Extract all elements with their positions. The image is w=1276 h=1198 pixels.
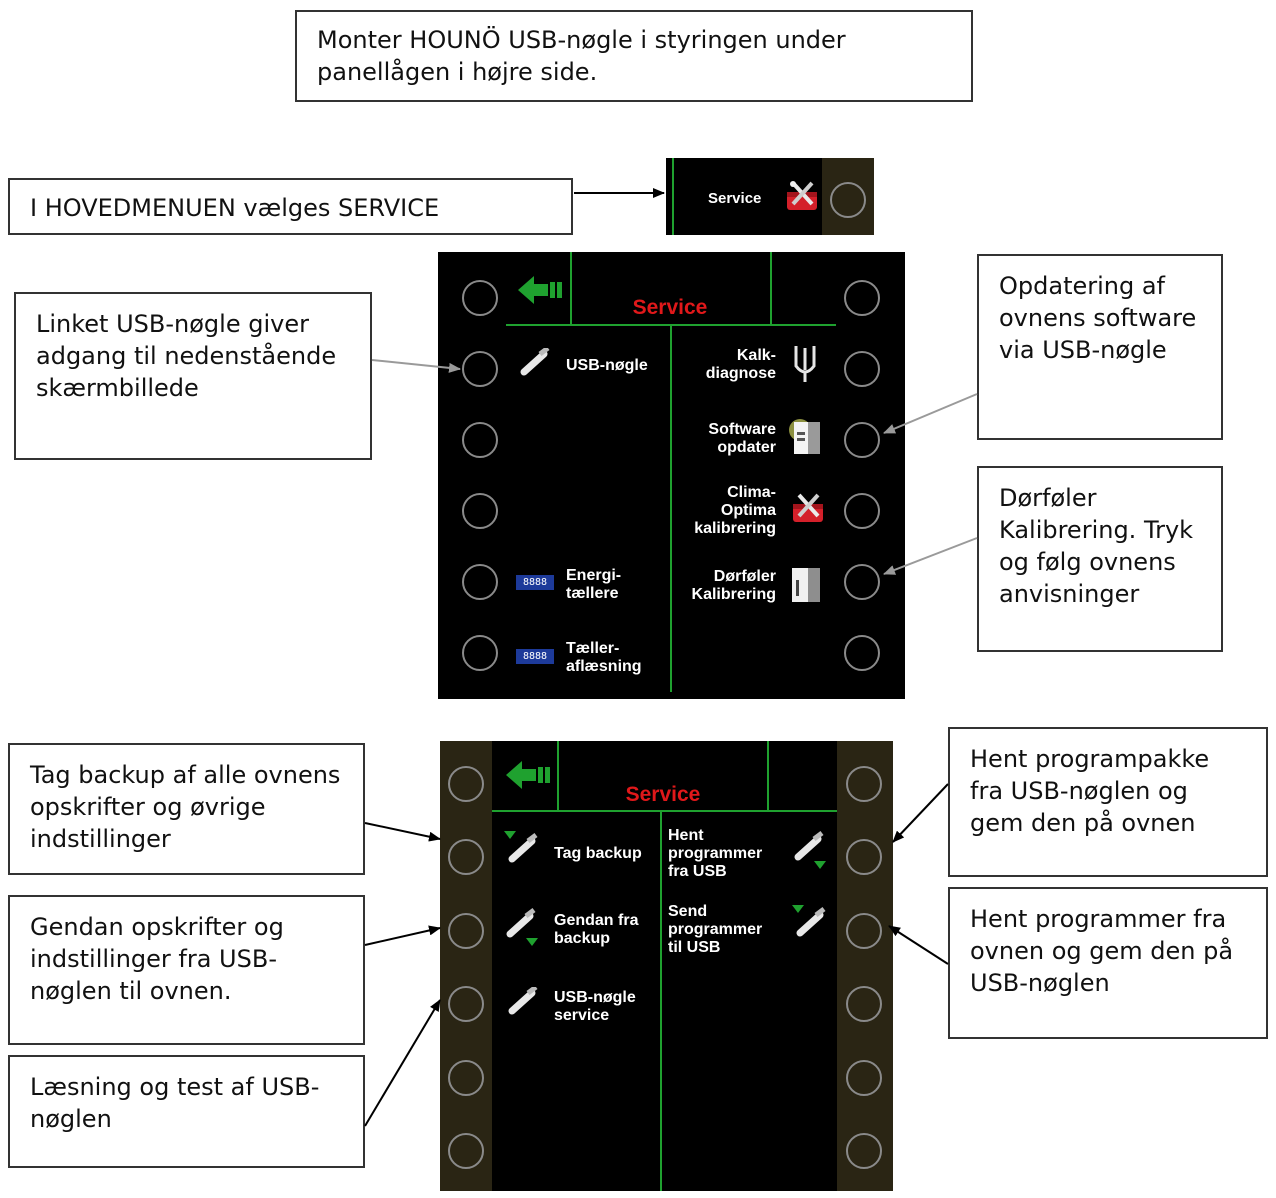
descale-diagnosis-label[interactable]: Kalk- diagnose <box>705 347 776 382</box>
arrow-restore <box>364 925 441 946</box>
left-knob-2[interactable] <box>462 351 498 387</box>
software-update-label[interactable]: Software opdater <box>708 421 776 456</box>
restore-usb-icon <box>506 908 538 946</box>
arrow-backup <box>364 822 441 842</box>
arrow-fetch-programs <box>888 925 949 965</box>
send-programs-label[interactable]: Send programmer til USB <box>668 903 763 956</box>
left-knob-5[interactable] <box>448 1060 484 1096</box>
door-sensor-icon <box>792 568 820 602</box>
right-knob-1[interactable] <box>844 280 880 316</box>
right-knob-4[interactable] <box>846 986 882 1022</box>
send-usb-icon <box>792 905 826 937</box>
left-knob-3[interactable] <box>462 422 498 458</box>
back-arrow-icon[interactable] <box>506 759 550 791</box>
right-knob-3[interactable] <box>846 913 882 949</box>
usb-key-label[interactable]: USB-nøgle <box>566 357 648 374</box>
fetch-usb-icon <box>794 831 826 869</box>
right-knob-2[interactable] <box>846 839 882 875</box>
software-update-callout: Opdatering af ovnens software via USB-nø… <box>977 254 1223 440</box>
right-knob-3[interactable] <box>844 422 880 458</box>
toolbox-icon <box>787 181 817 210</box>
right-knob-2[interactable] <box>844 351 880 387</box>
door-sensor-callout: Dørføler Kalibrering. Tryk og følg ovnen… <box>977 466 1223 652</box>
counter-reading-icon: 8888 <box>516 649 554 664</box>
service-button-label: Service <box>708 190 762 207</box>
software-update-icon <box>789 419 820 454</box>
fetch-programs-label[interactable]: Hent programmer fra USB <box>668 827 763 880</box>
right-knob-5[interactable] <box>846 1060 882 1096</box>
read-test-callout: Læsning og test af USB-nøglen <box>8 1055 365 1168</box>
counter-reading-label[interactable]: Tæller- aflæsning <box>566 640 642 675</box>
mount-instruction-callout: Monter HOUNÖ USB-nøgle i styringen under… <box>295 10 973 102</box>
service-knob[interactable] <box>830 182 866 218</box>
usb-service-screen: Service Tag backup Gendan fra backup USB… <box>440 741 893 1191</box>
usb-key-icon <box>520 348 550 376</box>
clima-optima-calibration-label[interactable]: Clima- Optima kalibrering <box>694 484 776 537</box>
left-knob-4[interactable] <box>448 986 484 1022</box>
backup-usb-icon <box>504 831 538 863</box>
right-knob-6[interactable] <box>846 1133 882 1169</box>
service-screen: Service USB-nøgle 8888 Energi- tællere 8… <box>438 252 905 699</box>
left-knob-6[interactable] <box>462 635 498 671</box>
restore-callout: Gendan opskrifter og indstillinger fra U… <box>8 895 365 1045</box>
left-knob-6[interactable] <box>448 1133 484 1169</box>
descale-icon <box>794 346 816 382</box>
usb-service-icon <box>508 987 538 1015</box>
back-arrow-icon[interactable] <box>518 274 562 306</box>
backup-callout: Tag backup af alle ovnens opskrifter og … <box>8 743 365 875</box>
energy-counters-label[interactable]: Energi- tællere <box>566 567 622 602</box>
restore-backup-label[interactable]: Gendan fra backup <box>554 912 639 947</box>
door-sensor-calibration-label[interactable]: Dørføler Kalibrering <box>691 568 776 603</box>
fetch-package-callout: Hent programpakke fra USB-nøglen og gem … <box>948 727 1268 877</box>
left-knob-5[interactable] <box>462 564 498 600</box>
right-knob-5[interactable] <box>844 564 880 600</box>
main-menu-service-button[interactable]: Service <box>666 158 874 235</box>
right-knob-6[interactable] <box>844 635 880 671</box>
main-menu-callout: I HOVEDMENUEN vælges SERVICE <box>8 178 573 235</box>
left-knob-3[interactable] <box>448 913 484 949</box>
left-knob-1[interactable] <box>448 766 484 802</box>
arrow-fetch-package <box>892 783 949 843</box>
take-backup-label[interactable]: Tag backup <box>554 845 642 862</box>
usb-service-screen-title: Service <box>625 783 701 806</box>
calibration-toolbox-icon <box>793 493 823 522</box>
left-knob-2[interactable] <box>448 839 484 875</box>
usb-key-service-label[interactable]: USB-nøgle service <box>554 989 636 1024</box>
linked-usb-callout: Linket USB-nøgle giver adgang til nedens… <box>14 292 372 460</box>
service-screen-title: Service <box>632 296 708 319</box>
right-knob-4[interactable] <box>844 493 880 529</box>
arrow-read-test <box>364 999 441 1127</box>
fetch-programs-callout: Hent programmer fra ovnen og gem den på … <box>948 887 1268 1039</box>
counter-icon: 8888 <box>516 575 554 590</box>
left-knob-4[interactable] <box>462 493 498 529</box>
left-knob-1[interactable] <box>462 280 498 316</box>
right-knob-1[interactable] <box>846 766 882 802</box>
